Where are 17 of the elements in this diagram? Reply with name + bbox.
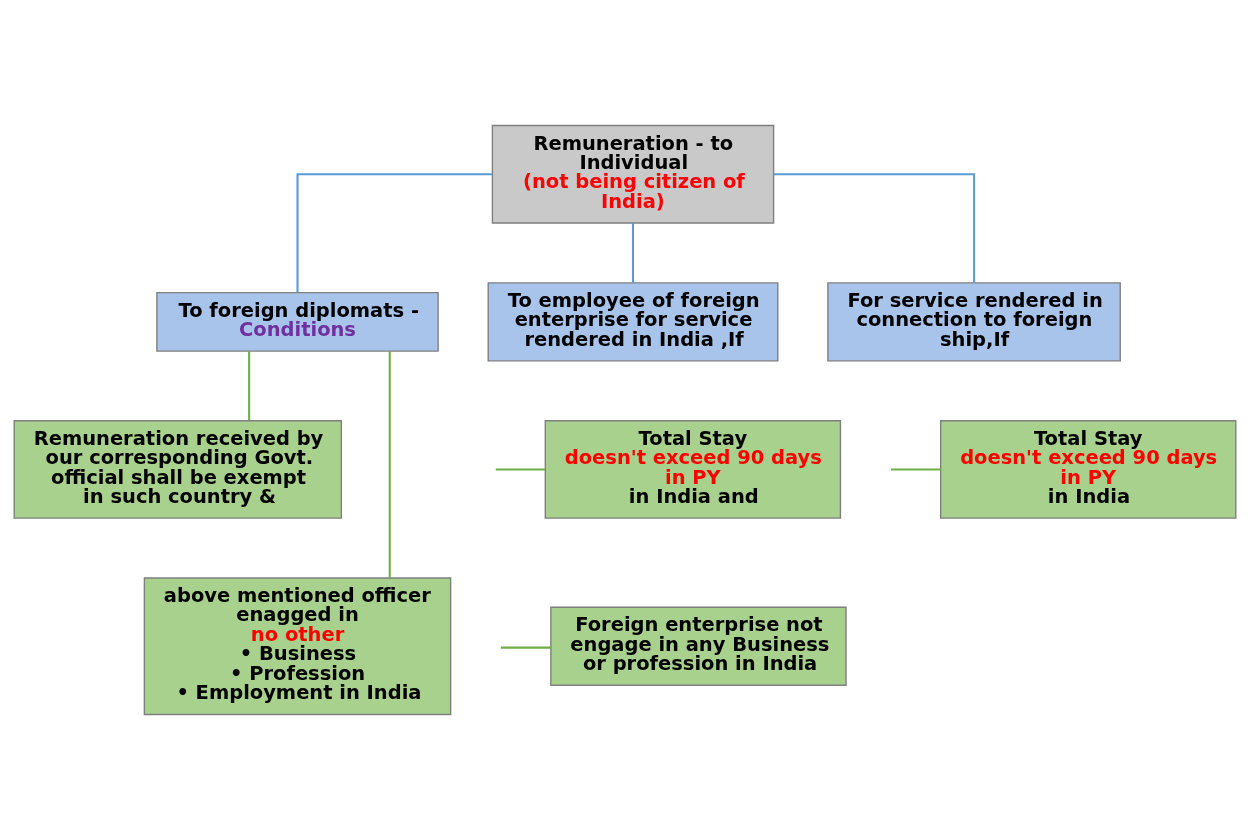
node-box: Total Stay doesn't exceed 90 days in PY in India xyxy=(939,419,1237,519)
connector xyxy=(388,350,391,578)
node-box: For service rendered in connection to foreign ship,If xyxy=(827,281,1121,362)
connector xyxy=(248,350,251,420)
node-box: To employee of foreign enterprise for service rendered in India ,If xyxy=(487,281,779,362)
node-box: Remuneration received by our corresponding Govt. official shall be exempt in such country & xyxy=(13,419,343,519)
connector xyxy=(296,172,493,292)
connector xyxy=(891,467,941,470)
connector xyxy=(500,646,551,649)
node-box: Foreign enterprise not engage in any Business or profession in India xyxy=(550,606,847,686)
connector xyxy=(773,172,976,283)
connector xyxy=(495,467,546,470)
node-box: above mentioned officer enagged in no other • Business • Profession • Employment in India xyxy=(143,576,452,715)
node-box: Total Stay doesn't exceed 90 days in PY in India and xyxy=(544,419,842,519)
node-box: To foreign diplomats - Conditions xyxy=(156,291,439,352)
connector xyxy=(631,222,635,282)
node-box: Remuneration - to Individual (not being citizen of India) xyxy=(491,124,775,224)
